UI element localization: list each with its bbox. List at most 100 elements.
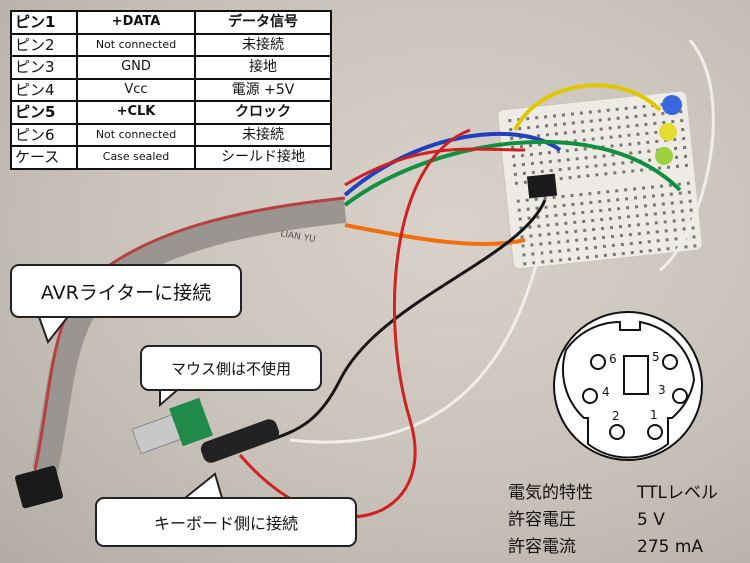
breadboard-hole (621, 251, 625, 256)
pin-label-4: 4 (602, 385, 610, 399)
breadboard-hole (583, 237, 588, 241)
breadboard-hole (580, 120, 584, 124)
meaning-cell: シールド接地 (194, 145, 332, 170)
breadboard-hole (574, 229, 578, 233)
breadboard-hole (545, 133, 550, 137)
breadboard-hole (516, 199, 520, 203)
breadboard-hole (639, 249, 643, 254)
breadboard-hole (611, 243, 616, 248)
breadboard-hole (536, 215, 540, 219)
wire-green (343, 139, 682, 207)
breadboard-hole (642, 104, 646, 109)
breadboard-hole (617, 125, 621, 129)
breadboard-hole (636, 223, 641, 227)
breadboard-hole (559, 258, 563, 262)
signal-cell: Vcc (76, 77, 196, 102)
breadboard-hole (549, 168, 553, 173)
breadboard-hole (566, 239, 570, 243)
breadboard-hole (616, 116, 620, 120)
breadboard-hole (604, 172, 608, 176)
breadboard-hole (544, 124, 549, 128)
breadboard-hole (576, 166, 580, 170)
callout-keyboard-text: キーボード側に接続 (153, 514, 298, 533)
breadboard-hole (588, 191, 592, 196)
breadboard-hole (624, 188, 628, 192)
breadboard-hole (574, 148, 578, 152)
breadboard-hole (583, 147, 587, 151)
breadboard-hole (603, 253, 608, 257)
breadboard-hole (680, 118, 684, 123)
breadboard-hole (607, 117, 611, 121)
breadboard-hole (645, 222, 649, 226)
breadboard-hole (616, 207, 621, 211)
breadboard-hole (525, 198, 529, 202)
breadboard-hole (563, 131, 568, 135)
breadboard-hole (565, 230, 569, 234)
breadboard-hole (630, 250, 634, 255)
breadboard-hole (583, 228, 587, 233)
breadboard-hole (511, 154, 516, 159)
breadboard-hole (647, 240, 651, 244)
breadboard-hole (556, 231, 560, 235)
breadboard-hole (684, 245, 688, 249)
breadboard-hole (661, 202, 666, 206)
breadboard-hole (526, 117, 530, 121)
breadboard-hole (508, 118, 512, 123)
breadboard-hole (523, 262, 527, 266)
breadboard-hole (662, 211, 666, 215)
breadboard-hole (636, 132, 640, 136)
breadboard-hole (624, 197, 629, 201)
breadboard-hole (692, 235, 696, 239)
spec-value: 275 mA (637, 537, 704, 557)
breadboard-hole (661, 111, 665, 116)
breadboard-hole (671, 210, 675, 214)
breadboard-hole (652, 203, 657, 207)
breadboard-hole (590, 128, 594, 132)
breadboard-hole (553, 123, 558, 127)
pin-label-5: 5 (652, 350, 660, 364)
breadboard-hole (625, 206, 630, 210)
breadboard-hole (594, 164, 598, 168)
breadboard-hole (593, 155, 597, 159)
breadboard-hole (572, 130, 576, 134)
breadboard-hole (657, 166, 662, 170)
breadboard-hole (554, 213, 558, 217)
breadboard-hole (689, 208, 693, 212)
breadboard-hole (531, 170, 535, 175)
breadboard-hole (606, 190, 610, 194)
breadboard-hole (632, 187, 637, 191)
breadboard-hole (628, 142, 632, 146)
breadboard-hole (597, 191, 601, 195)
breadboard-hole (602, 244, 607, 249)
breadboard-hole (674, 155, 679, 160)
breadboard-hole (522, 253, 526, 257)
breadboard-hole (591, 218, 595, 223)
breadboard-hole (535, 125, 540, 129)
breadboard-hole (674, 237, 678, 241)
breadboard-hole (653, 212, 657, 216)
breadboard-hole (633, 105, 637, 110)
breadboard-hole (637, 232, 641, 236)
breadboard-hole (571, 202, 575, 207)
breadboard-hole (561, 194, 565, 199)
breadboard-hole (584, 156, 588, 160)
usb-pcb (169, 397, 213, 447)
breadboard-hole (675, 164, 680, 168)
breadboard-hole (644, 122, 648, 127)
breadboard-hole (647, 149, 651, 153)
breadboard-hole (540, 169, 544, 174)
breadboard-hole (625, 115, 629, 119)
pin-label-6: 6 (609, 352, 617, 366)
breadboard-hole (619, 233, 624, 238)
breadboard-hole (510, 145, 515, 150)
led-green (655, 147, 673, 165)
breadboard-hole (568, 175, 572, 180)
led-blue (662, 95, 682, 115)
breadboard-hole (679, 200, 683, 204)
breadboard-hole (671, 119, 675, 124)
breadboard-hole (634, 205, 639, 209)
